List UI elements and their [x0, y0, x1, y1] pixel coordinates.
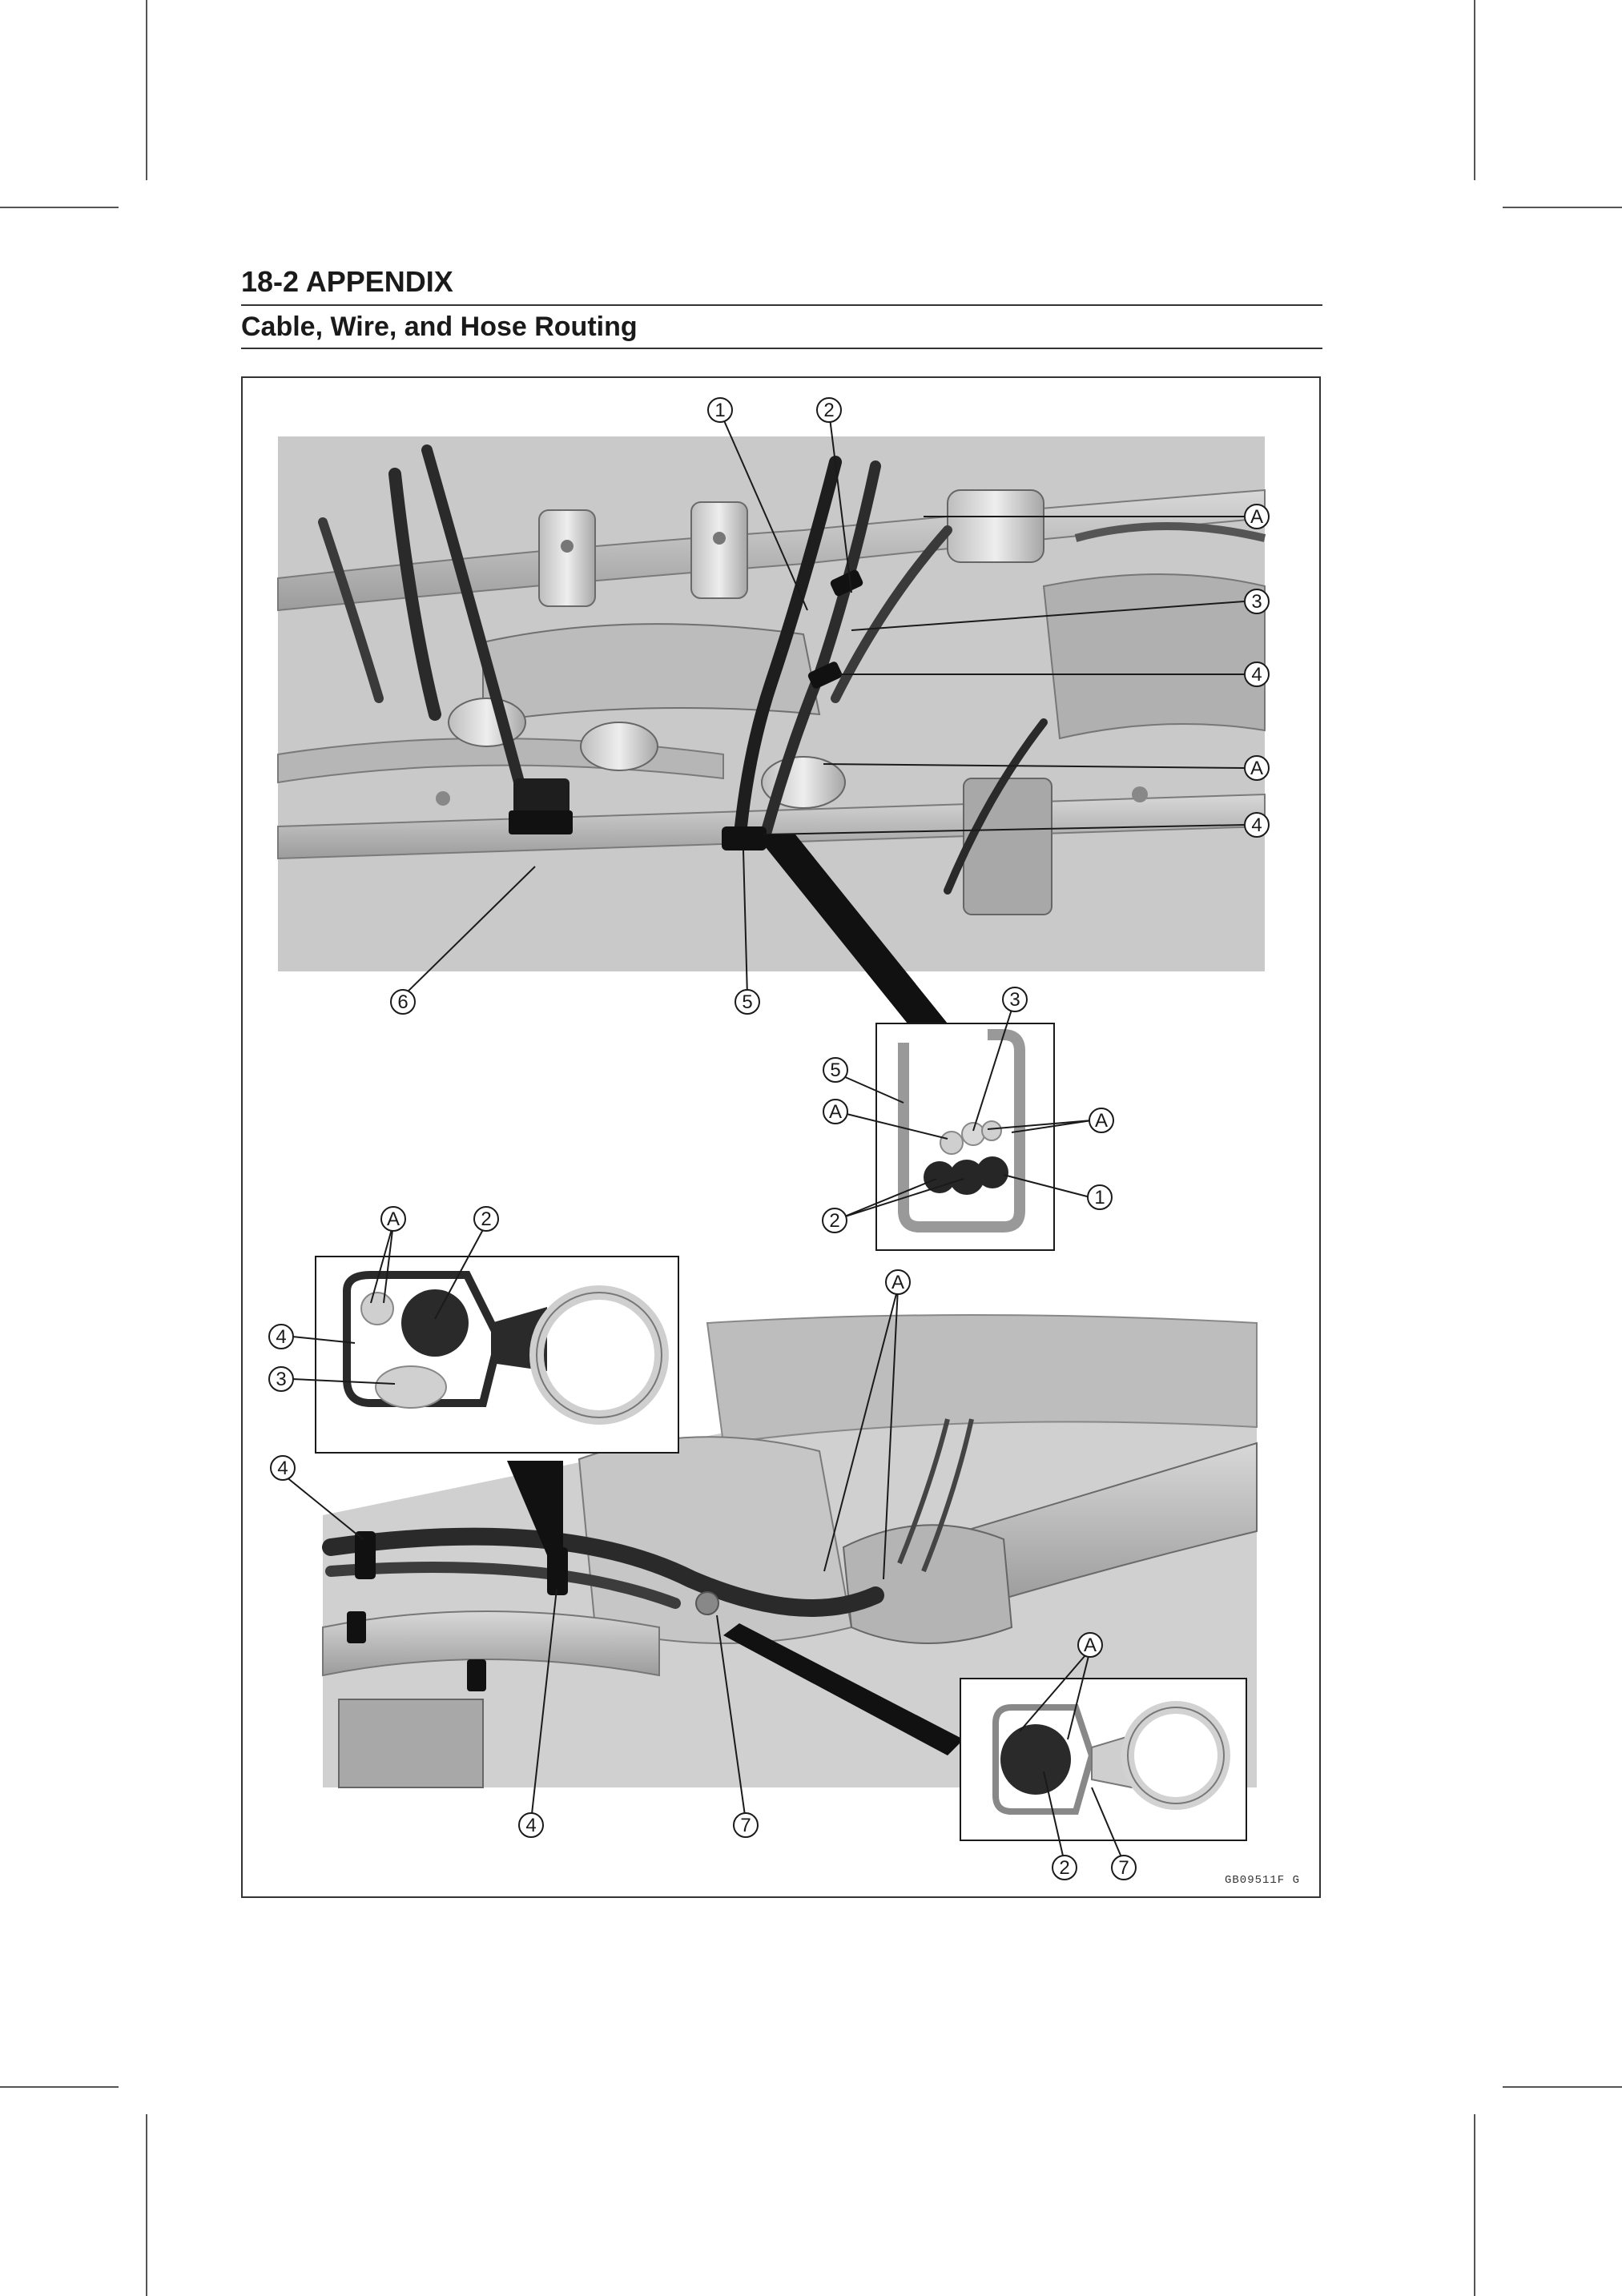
- callout-circle: [1077, 1632, 1103, 1658]
- header-rule: [241, 304, 1322, 306]
- figure-code: GB09511F G: [1224, 1874, 1300, 1887]
- bottom-view-illustration: [322, 1314, 1258, 1788]
- callout-a: A: [1250, 506, 1263, 528]
- callout-a: A: [891, 1272, 904, 1293]
- crop-mark: [0, 2086, 119, 2088]
- callout-2: 2: [1059, 1857, 1069, 1879]
- bottom-view-callouts: A 4 4 7: [270, 1269, 911, 1838]
- subsection-title: Cable, Wire, and Hose Routing: [241, 312, 638, 342]
- left-inset: [315, 1256, 679, 1454]
- crop-mark: [1503, 207, 1622, 208]
- callout-circle: [1089, 1108, 1114, 1133]
- callout-3: 3: [276, 1369, 286, 1390]
- callout-circle: [268, 1366, 294, 1392]
- top-inset-callouts: 3 5 A A 2 1: [822, 987, 1114, 1233]
- callout-circle: [1244, 589, 1270, 614]
- callout-circle: [885, 1269, 911, 1295]
- bottom-view-leaders: [285, 1287, 899, 1822]
- callout-circle: [816, 397, 842, 423]
- crop-mark: [1474, 2114, 1475, 2296]
- callout-circle: [733, 1812, 759, 1838]
- callout-circle: [1052, 1855, 1077, 1880]
- top-view-callouts: 1 2 A 3 4 A 4 6 5: [390, 397, 1270, 1015]
- callout-circle: [823, 1057, 848, 1083]
- callout-circle: [707, 397, 733, 423]
- detail-pointer: [755, 834, 948, 1023]
- callout-5: 5: [742, 991, 752, 1013]
- callout-3: 3: [1009, 989, 1020, 1011]
- callout-2: 2: [481, 1208, 491, 1230]
- callout-a: A: [1084, 1635, 1097, 1656]
- callout-circle: [1244, 661, 1270, 687]
- left-inset-callouts: A 2 4 3: [268, 1206, 499, 1392]
- callout-circle: [380, 1206, 406, 1232]
- callout-3: 3: [1251, 591, 1262, 613]
- left-inset-leaders: [292, 1223, 487, 1385]
- crop-mark: [1503, 2086, 1622, 2088]
- callout-circle: [1111, 1855, 1137, 1880]
- routing-illustration: 1 2 A 3 4 A 4 6 5: [268, 397, 1270, 1880]
- callout-a: A: [829, 1101, 842, 1123]
- callout-2: 2: [823, 400, 834, 421]
- callout-5: 5: [830, 1060, 840, 1081]
- callout-circle: [270, 1455, 296, 1481]
- callout-4: 4: [277, 1458, 288, 1479]
- routing-figure: 1 2 A 3 4 A 4 6 5: [241, 376, 1321, 1898]
- page-header: 18-2 APPENDIX Cable, Wire, and Hose Rout…: [241, 264, 1322, 349]
- top-inset: [875, 1023, 1055, 1251]
- crop-mark: [0, 207, 119, 208]
- detail-pointer: [723, 1623, 964, 1755]
- callout-circle: [1244, 755, 1270, 781]
- top-view-illustration: [277, 436, 1266, 971]
- callout-6: 6: [397, 991, 408, 1013]
- callout-circle: [268, 1324, 294, 1349]
- section-title: 18-2 APPENDIX: [241, 265, 453, 298]
- callout-1: 1: [1094, 1187, 1105, 1208]
- detail-pointer: [507, 1461, 563, 1555]
- callout-circle: [518, 1812, 544, 1838]
- callout-4: 4: [525, 1815, 536, 1836]
- callout-circle: [1002, 987, 1028, 1012]
- bottom-inset-leaders: [1019, 1649, 1125, 1864]
- callout-circle: [822, 1208, 847, 1233]
- callout-circle: [823, 1099, 848, 1124]
- crop-mark: [146, 2114, 147, 2296]
- callout-7: 7: [1118, 1857, 1129, 1879]
- callout-circle: [1244, 504, 1270, 529]
- callout-4: 4: [1251, 664, 1262, 686]
- top-view-leaders: [402, 411, 1245, 997]
- callout-circle: [390, 989, 416, 1015]
- bottom-inset-callouts: A 2 7: [1052, 1632, 1137, 1880]
- callout-7: 7: [740, 1815, 751, 1836]
- callout-circle: [1087, 1184, 1113, 1210]
- callout-1: 1: [714, 400, 725, 421]
- callout-4: 4: [1251, 814, 1262, 836]
- callout-4: 4: [276, 1326, 286, 1348]
- callout-a: A: [1095, 1110, 1108, 1132]
- callout-a: A: [387, 1208, 400, 1230]
- crop-mark: [146, 0, 147, 180]
- callout-a: A: [1250, 758, 1263, 779]
- crop-mark: [1474, 0, 1475, 180]
- header-rule: [241, 348, 1322, 349]
- callout-circle: [473, 1206, 499, 1232]
- callout-circle: [735, 989, 760, 1015]
- callout-circle: [1244, 812, 1270, 838]
- top-inset-leaders: [842, 999, 1093, 1218]
- callout-2: 2: [829, 1210, 839, 1232]
